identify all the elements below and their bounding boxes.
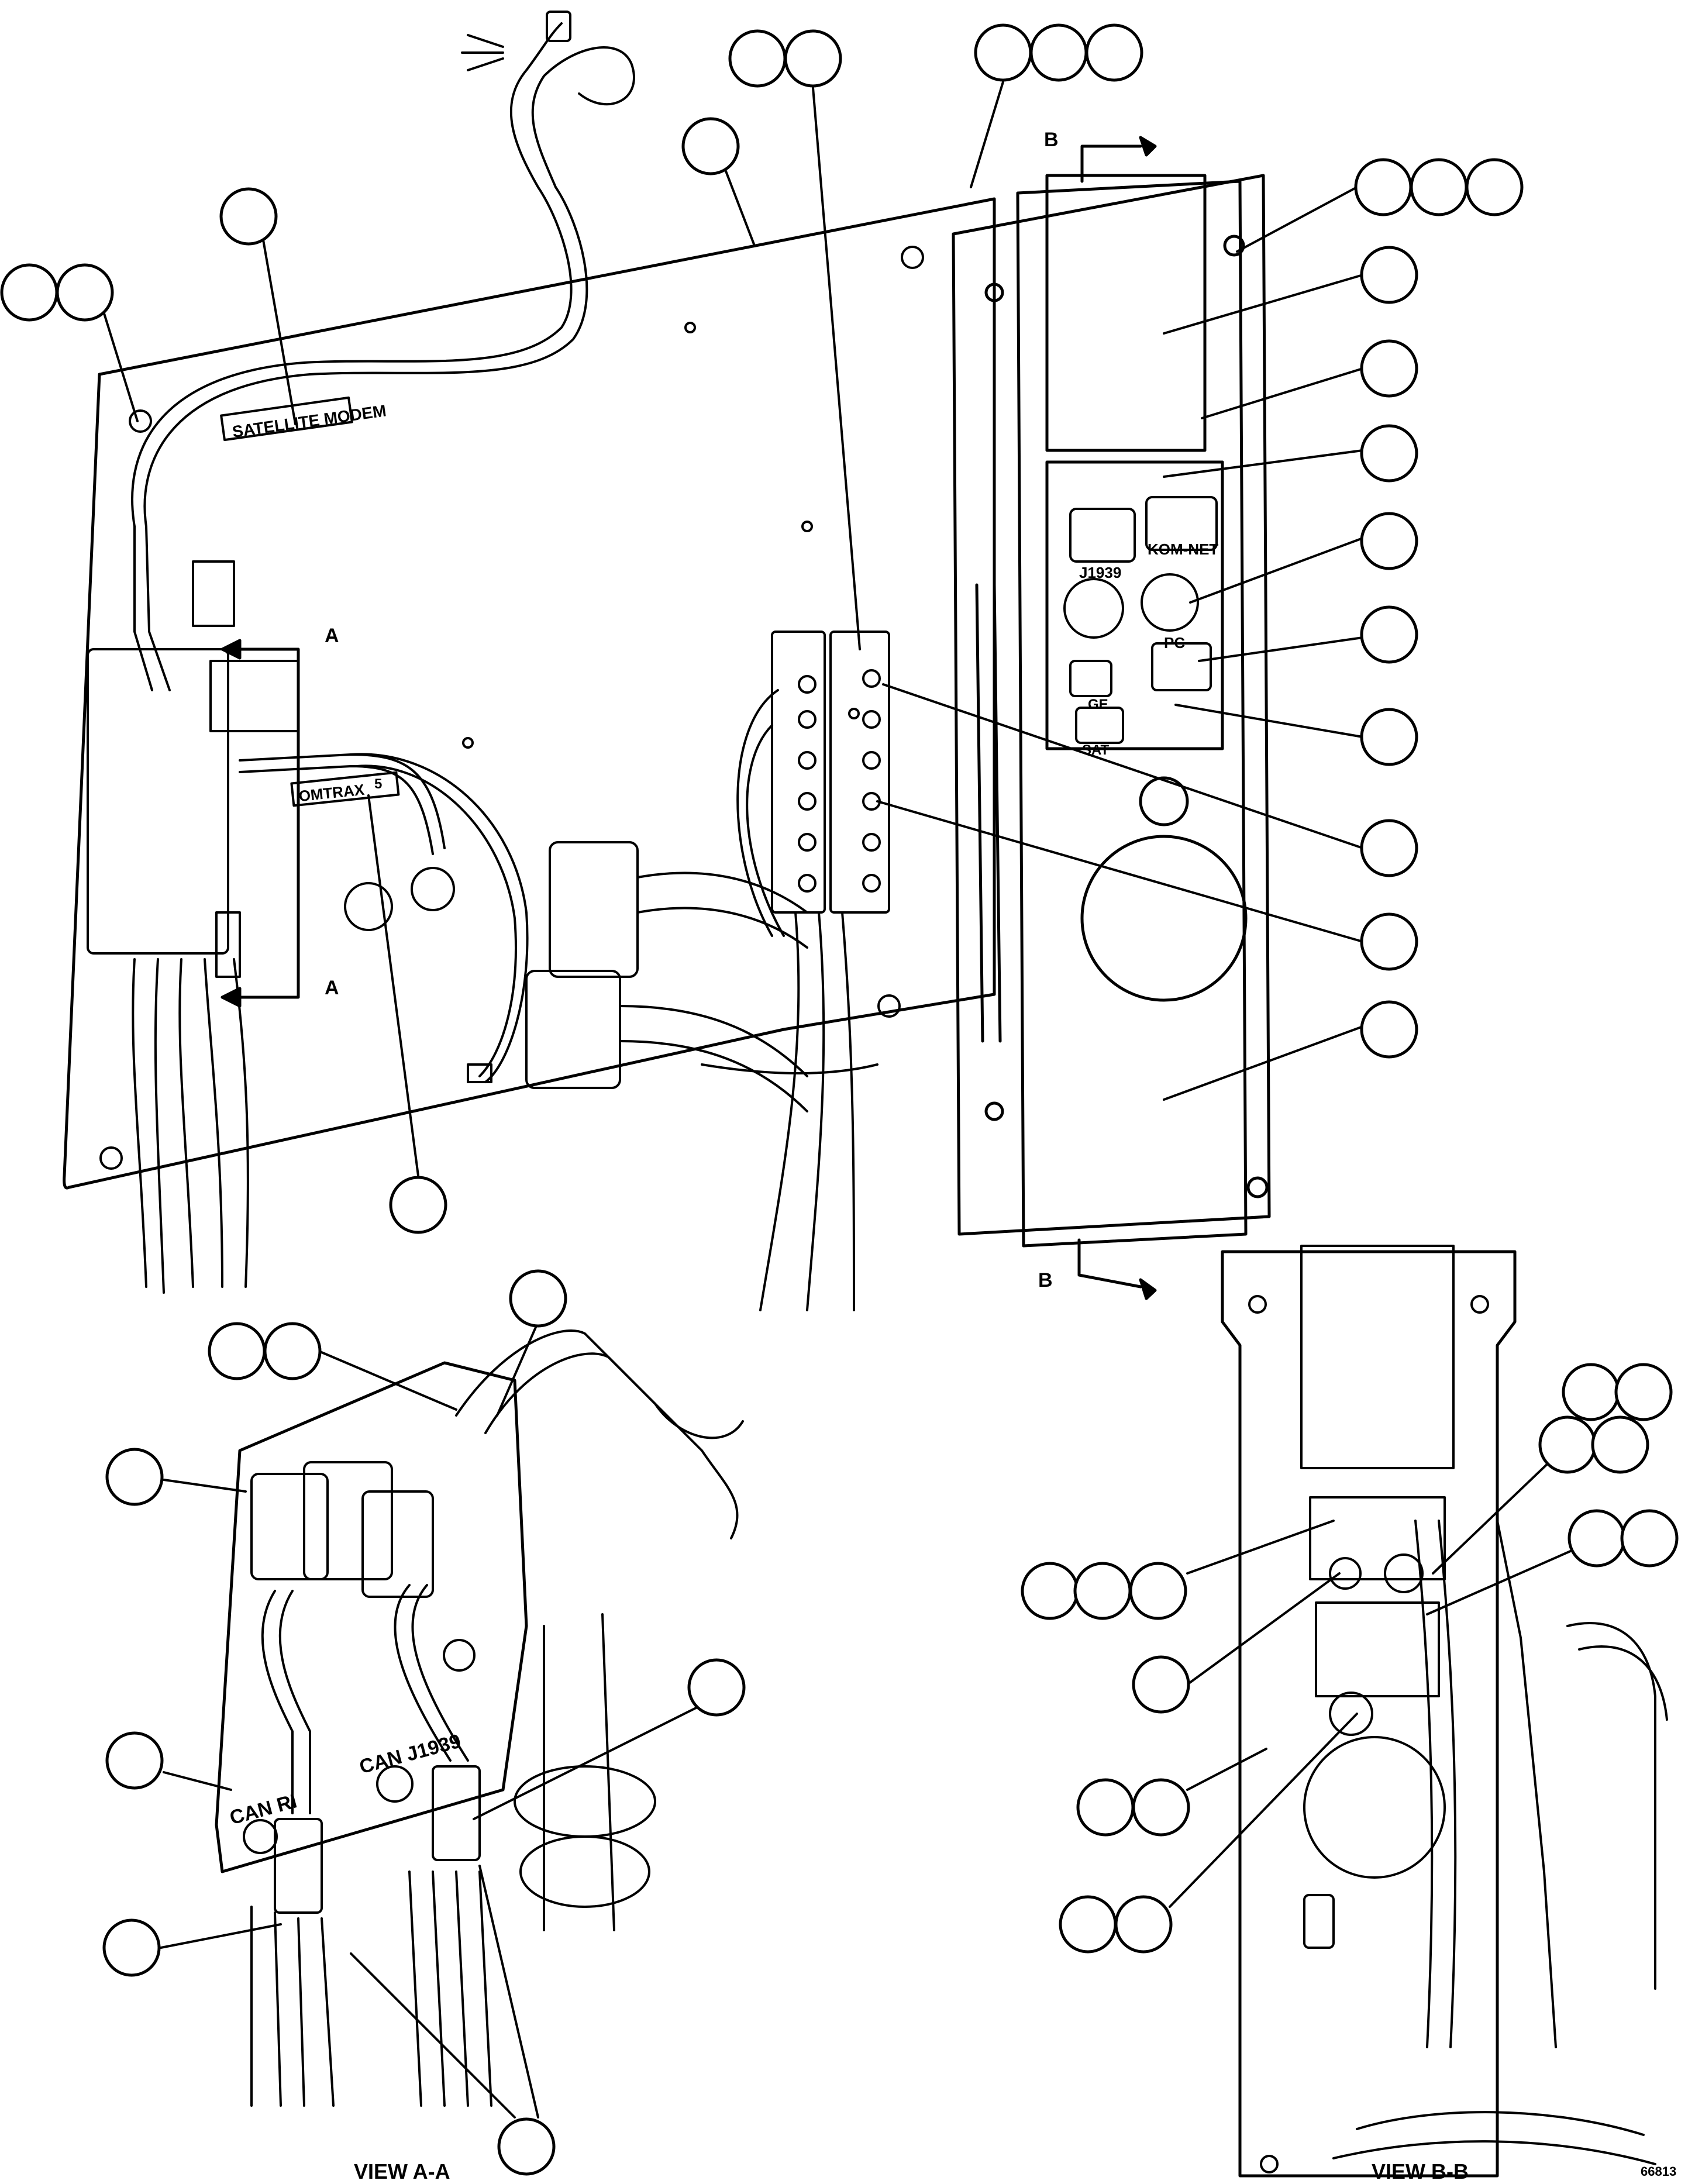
- callout-bubble: [1360, 512, 1418, 570]
- view-b-parts: [1248, 1245, 1668, 2173]
- omtrax-suffix: 5: [374, 776, 382, 792]
- view-b: [1169, 1245, 1668, 2178]
- callout-bubble: [509, 1269, 567, 1328]
- callout-bubble: [1073, 1562, 1132, 1620]
- callout-bubble: [102, 1918, 161, 1977]
- view-a-title: VIEW A-A: [354, 2159, 450, 2183]
- base-plate: [63, 197, 996, 1190]
- callout-bubble: [1114, 1895, 1173, 1954]
- callout-bubble: [105, 1448, 164, 1506]
- view-a: CAN RI CAN J1939: [160, 1321, 744, 2118]
- callout-bubble: [1614, 1363, 1673, 1421]
- callout-bubble: [56, 263, 114, 322]
- omtrax-plate: [290, 771, 400, 807]
- callout-bubble: [1360, 339, 1418, 398]
- callout-bubble: [687, 1658, 746, 1717]
- callout-bubble: [1132, 1778, 1190, 1837]
- center-connectors: [525, 841, 808, 1112]
- can-ri-label: CAN RI: [228, 1790, 299, 1829]
- callout-bubble: [1029, 23, 1088, 82]
- callout-bubble: [1360, 1000, 1418, 1059]
- main-leaders: [98, 81, 1364, 1177]
- terminal-blocks: [701, 631, 890, 1311]
- callout-bubbles: [0, 23, 1679, 2176]
- j1939-label: J1939: [1079, 564, 1121, 581]
- section-marker-b-bottom: B: [1038, 1269, 1053, 1291]
- callout-bubble: [1360, 424, 1418, 483]
- callout-bubble: [1360, 708, 1418, 766]
- center-cables: [239, 753, 529, 1083]
- view-a-leaders: [160, 1321, 697, 2118]
- satellite-modem-label: SATELLITE MODEM: [231, 401, 387, 441]
- panel-connectors: [1063, 496, 1218, 744]
- callout-bubble: [1620, 1509, 1679, 1568]
- omtrax-label: OMTRAX: [298, 781, 366, 805]
- callout-bubble: [1059, 1895, 1117, 1954]
- callout-bubble: [105, 1731, 164, 1790]
- view-a-parts: [243, 1329, 744, 2107]
- callout-bubble: [1591, 1415, 1649, 1474]
- plate-holes: [99, 246, 924, 1170]
- kom-net-label: KOM-NET: [1148, 540, 1218, 558]
- callout-bubble: [1562, 1363, 1620, 1421]
- callout-bubble: [497, 2117, 556, 2176]
- callout-bubble: [1360, 246, 1418, 304]
- section-marker-a-bottom: A: [325, 977, 339, 999]
- right-panel: [952, 174, 1271, 1248]
- callout-bubble: [1360, 912, 1418, 971]
- ge-label: GE: [1088, 697, 1108, 712]
- top-harness: [131, 11, 635, 528]
- view-a-plate: [215, 1361, 528, 1873]
- callout-bubble: [208, 1322, 266, 1380]
- figure-id: 66813: [1641, 2164, 1676, 2179]
- satellite-modem-plate: [220, 396, 353, 442]
- callout-bubble: [1354, 158, 1412, 216]
- callout-bubble: [1129, 1562, 1187, 1620]
- callout-bubble: [0, 263, 58, 322]
- callout-bubble: [681, 117, 740, 175]
- callout-bubble: [1132, 1655, 1190, 1714]
- callout-bubble: [784, 29, 842, 88]
- can-j1939-label: CAN J1939: [357, 1730, 463, 1779]
- view-b-title: VIEW B-B: [1372, 2159, 1469, 2183]
- section-marker-a-top: A: [325, 625, 339, 647]
- view-b-leaders: [1169, 1444, 1601, 1908]
- callout-bubble: [974, 23, 1032, 82]
- callout-bubble: [389, 1176, 447, 1234]
- callout-bubble: [1085, 23, 1143, 82]
- callout-bubble: [1021, 1562, 1079, 1620]
- sat-label: SAT: [1082, 742, 1110, 758]
- callout-bubble: [1538, 1415, 1597, 1474]
- callout-bubble: [219, 187, 278, 246]
- callout-bubble: [1076, 1778, 1135, 1837]
- main-view: SATELLITE MODEM A A OMTRAX 5: [63, 11, 1364, 1311]
- callout-bubble: [728, 29, 787, 88]
- callout-bubble: [1360, 819, 1418, 877]
- pc-label: PC: [1164, 634, 1185, 652]
- section-marker-b-top: B: [1044, 129, 1059, 151]
- view-b-plate: [1221, 1250, 1517, 2178]
- callout-bubble: [1360, 605, 1418, 664]
- callout-bubble: [1465, 158, 1524, 216]
- callout-bubble: [1567, 1509, 1626, 1568]
- section-a-bracket: [221, 639, 300, 1008]
- section-b-markers: [1077, 136, 1157, 1300]
- callout-bubble: [1410, 158, 1468, 216]
- callout-bubble: [263, 1322, 322, 1380]
